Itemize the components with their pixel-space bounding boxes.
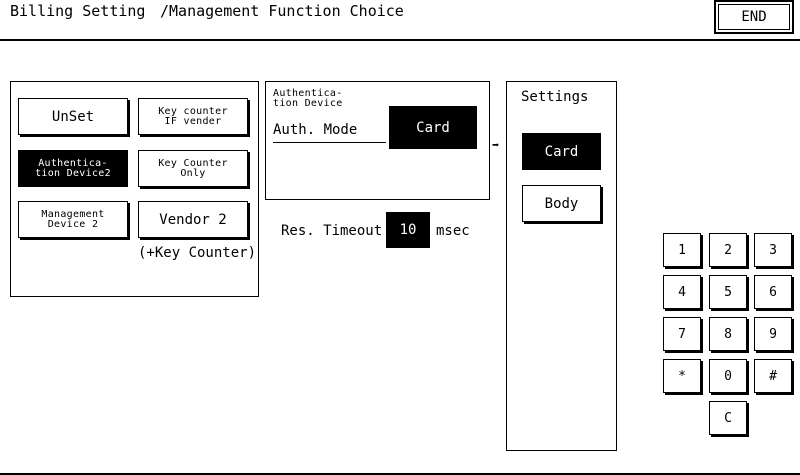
keypad-key-2[interactable]: 2	[709, 233, 747, 267]
keypad-key-3[interactable]: 3	[754, 233, 792, 267]
keypad-key-6[interactable]: 6	[754, 275, 792, 309]
keypad-key-7[interactable]: 7	[663, 317, 701, 351]
key-counter-if-vender-button[interactable]: Key counter IF vender	[138, 98, 248, 135]
authentication-device-title: Authentica- tion Device	[273, 88, 343, 109]
header-divider	[0, 39, 800, 41]
keypad-key-8[interactable]: 8	[709, 317, 747, 351]
footer-divider	[0, 473, 800, 475]
res-timeout-label: Res. Timeout	[281, 223, 383, 239]
unset-button[interactable]: UnSet	[18, 98, 128, 135]
keypad-key-0[interactable]: 0	[709, 359, 747, 393]
arrow-right-icon: ➡	[492, 138, 500, 152]
res-timeout-value[interactable]: 10	[386, 212, 430, 248]
keypad-key-5[interactable]: 5	[709, 275, 747, 309]
management-device2-button[interactable]: Management Device 2	[18, 201, 128, 238]
keypad-key-clear[interactable]: C	[709, 401, 747, 435]
settings-option-card[interactable]: Card	[522, 133, 601, 170]
vendor2-button[interactable]: Vendor 2	[138, 201, 248, 238]
keypad-key-4[interactable]: 4	[663, 275, 701, 309]
settings-title: Settings	[521, 89, 589, 105]
keypad-key-star[interactable]: *	[663, 359, 701, 393]
settings-option-body[interactable]: Body	[522, 185, 601, 222]
key-counter-only-button[interactable]: Key Counter Only	[138, 150, 248, 187]
res-timeout-unit: msec	[436, 223, 470, 239]
vendor2-note: (+Key Counter)	[138, 245, 257, 261]
auth-mode-value[interactable]: Card	[389, 106, 477, 149]
end-button[interactable]: END	[714, 0, 794, 34]
breadcrumb: /Management Function Choice	[160, 2, 404, 20]
authentication-device2-button[interactable]: Authentica- tion Device2	[18, 150, 128, 187]
auth-mode-label: Auth. Mode	[273, 122, 358, 138]
auth-mode-underline	[273, 142, 386, 143]
keypad-key-hash[interactable]: #	[754, 359, 792, 393]
window-title: Billing Setting	[10, 2, 146, 20]
keypad-key-9[interactable]: 9	[754, 317, 792, 351]
keypad-key-1[interactable]: 1	[663, 233, 701, 267]
